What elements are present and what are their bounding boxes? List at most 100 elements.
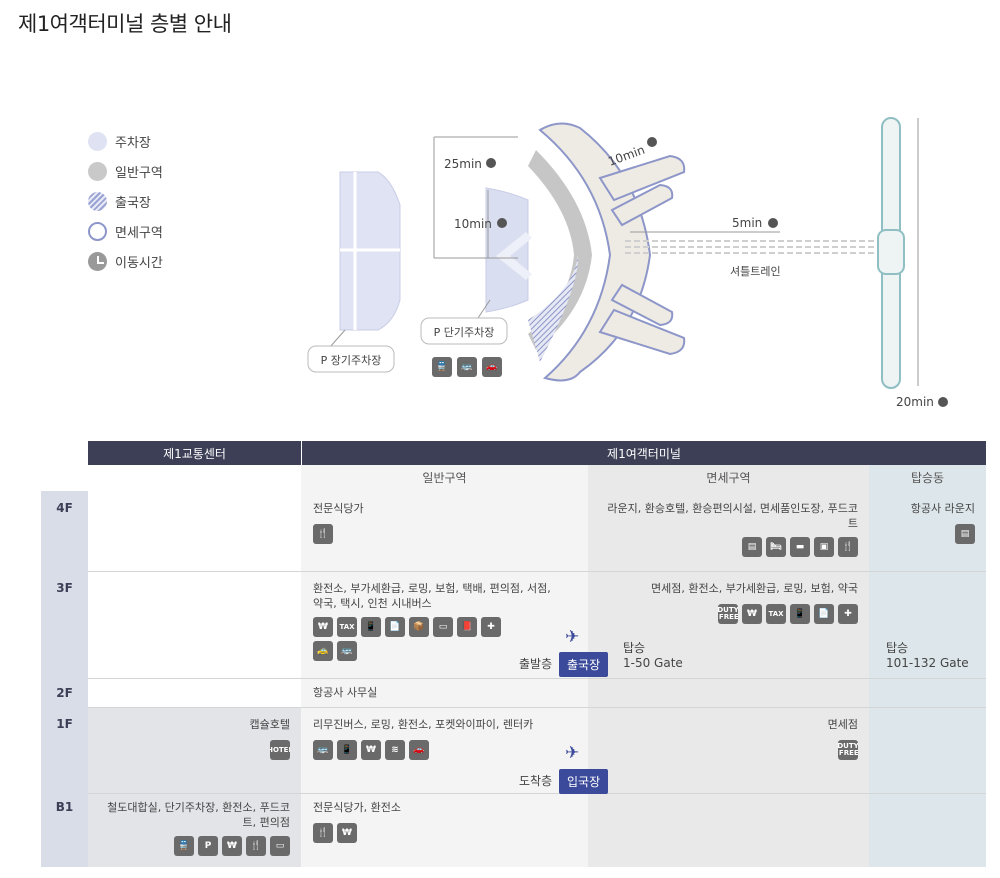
cell-4f-general: 전문식당가 🍴 xyxy=(313,501,573,544)
train-icon: 🚆 xyxy=(174,836,194,856)
wifi-icon: ≋ xyxy=(385,740,405,760)
arrival-floor-label: 도착층 xyxy=(519,774,553,788)
cell-3f-dutyfree: 면세점, 환전소, 부가세환급, 로밍, 보험, 약국 DUTY FREE ₩ … xyxy=(601,581,858,624)
b1-transport-text: 철도대합실, 단기주차장, 환전소, 푸드코트, 편의점 xyxy=(107,801,290,829)
b1-general-text: 전문식당가, 환전소 xyxy=(313,801,401,814)
rental-car-icon: 🚗 xyxy=(409,740,429,760)
general-col xyxy=(301,465,588,867)
hotel-bed-icon: 🛏 xyxy=(766,537,786,557)
floor-label-3f: 3F xyxy=(56,581,73,595)
parking-swatch-icon xyxy=(88,131,107,151)
subheader-concourse: 탑승동 xyxy=(910,470,945,485)
clock-icon xyxy=(938,397,948,407)
row-divider xyxy=(88,678,986,679)
train-icon: 🚆 xyxy=(432,357,452,377)
taxi-icon: 🚕 xyxy=(313,641,333,661)
terminal-piers xyxy=(598,154,686,356)
concourse-boarding-label: 탑승 xyxy=(886,641,909,655)
shuttle-train-line xyxy=(625,240,880,254)
car-icon: 🚗 xyxy=(482,357,502,377)
departure-hall-pill[interactable]: 출국장 xyxy=(559,652,609,677)
legend-item-dutyfree: 면세구역 xyxy=(88,216,163,246)
floor-label-1f: 1F xyxy=(56,717,73,731)
insurance-icon: 📄 xyxy=(814,604,834,624)
floor-label-4f: 4F xyxy=(56,501,73,515)
lounge-icon: ▤ xyxy=(742,537,762,557)
restaurant-icon: 🍴 xyxy=(838,537,858,557)
capsule-hotel-icon: HOTEL xyxy=(270,740,290,760)
cell-2f-general: 항공사 사무실 xyxy=(313,686,378,699)
currency-exchange-icon: ₩ xyxy=(313,617,333,637)
shower-icon: ▬ xyxy=(790,537,810,557)
currency-exchange-icon: ₩ xyxy=(742,604,762,624)
clock-icon xyxy=(768,218,778,228)
floor-label-2f: 2F xyxy=(56,686,73,700)
row-divider xyxy=(88,793,986,794)
long-term-parking-callout[interactable]: P 장기주차장 xyxy=(307,329,395,373)
legend-label: 이동시간 xyxy=(115,255,163,271)
transport-badges: 🚆 🚌 🚗 xyxy=(432,357,502,377)
header-terminal: 제1여객터미널 xyxy=(302,441,986,465)
cell-4f-dutyfree: 라운지, 환승호텔, 환승편의시설, 면세품인도장, 푸드코트 ▤ 🛏 ▬ ▣ … xyxy=(601,501,858,557)
cell-b1-transport: 철도대합실, 단기주차장, 환전소, 푸드코트, 편의점 🚆 P ₩ 🍴 ▭ xyxy=(101,800,290,856)
time-25-label: 25min xyxy=(444,157,482,171)
cell-3f-general: 환전소, 부가세환급, 로밍, 보험, 택배, 편의점, 서점, 약국, 택시,… xyxy=(313,581,563,661)
legend-label: 면세구역 xyxy=(115,225,163,241)
subheader-dutyfree: 면세구역 xyxy=(706,470,751,485)
roaming-icon: 📱 xyxy=(361,617,381,637)
roaming-icon: 📱 xyxy=(790,604,810,624)
time-20-label: 20min xyxy=(896,395,934,409)
legend-item-departure: 출국장 xyxy=(88,186,163,216)
long-term-parking-label: P 장기주차장 xyxy=(321,354,382,367)
store-icon: ▭ xyxy=(270,836,290,856)
4f-general-text: 전문식당가 xyxy=(313,502,364,515)
restaurant-icon: 🍴 xyxy=(313,524,333,544)
restaurant-icon: 🍴 xyxy=(246,836,266,856)
general-zone-swatch-icon xyxy=(88,161,107,181)
header-transport: 제1교통센터 xyxy=(88,441,301,465)
lounge-icon: ▤ xyxy=(955,524,975,544)
concourse-gate-range: 101-132 Gate xyxy=(886,656,969,670)
airplane-icon xyxy=(496,232,532,280)
dutyfree-col xyxy=(588,465,869,867)
distance-markers xyxy=(433,118,919,386)
transport-col-upper xyxy=(88,489,301,707)
clock-icon xyxy=(497,218,507,228)
duty-free-swatch-icon xyxy=(88,221,107,241)
departure-hall-swatch-icon xyxy=(88,191,107,211)
departure-hall-area xyxy=(528,255,579,362)
4f-concourse-text: 항공사 라운지 xyxy=(910,502,975,515)
book-icon: 📕 xyxy=(457,617,477,637)
3f-general-text: 환전소, 부가세환급, 로밍, 보험, 택배, 편의점, 서점, 약국, 택시,… xyxy=(313,582,551,610)
floor-label-b1: B1 xyxy=(55,800,74,814)
legend-item-parking: 주차장 xyxy=(88,126,163,156)
cell-1f-dutyfree: 면세점 DUTY FREE xyxy=(601,717,858,760)
time-10-label: 10min xyxy=(454,217,492,231)
duty-free-icon: DUTY FREE xyxy=(718,604,738,624)
long-term-parking-building xyxy=(339,171,401,331)
short-term-parking-callout[interactable]: P 단기주차장 xyxy=(420,299,508,345)
pharmacy-icon: ✚ xyxy=(838,604,858,624)
legend-label: 일반구역 xyxy=(115,165,163,181)
main-gate-range: 1-50 Gate xyxy=(623,656,683,670)
pickup-icon: ▣ xyxy=(814,537,834,557)
arrival-hall-pill[interactable]: 입국장 xyxy=(559,769,609,794)
legend: 주차장 일반구역 출국장 면세구역 이동시간 xyxy=(88,126,163,276)
tax-refund-icon: TAX xyxy=(337,617,357,637)
parking-icon: P xyxy=(198,836,218,856)
floor-column xyxy=(41,491,88,867)
currency-exchange-icon: ₩ xyxy=(361,740,381,760)
general-zone-area xyxy=(528,150,592,350)
terminal-map: P 장기주차장 P 단기주차장 xyxy=(307,117,948,409)
3f-dutyfree-text: 면세점, 환전소, 부가세환급, 로밍, 보험, 약국 xyxy=(650,582,858,595)
1f-general-text: 리무진버스, 로밍, 환전소, 포켓와이파이, 렌터카 xyxy=(313,718,534,731)
clock-icon xyxy=(88,251,107,271)
transport-center-building xyxy=(485,187,532,313)
time-5-label: 5min xyxy=(732,216,762,230)
clock-icon xyxy=(647,137,657,147)
floor-guide-table: 제1교통센터 제1여객터미널 일반구역 면세구역 탑승동 4F 3F 2F 1F… xyxy=(41,441,986,869)
cell-1f-transport: 캡슐호텔 HOTEL xyxy=(101,717,290,760)
subheader-general: 일반구역 xyxy=(422,470,467,485)
parcel-icon: 📦 xyxy=(409,617,429,637)
legend-label: 출국장 xyxy=(115,195,151,211)
